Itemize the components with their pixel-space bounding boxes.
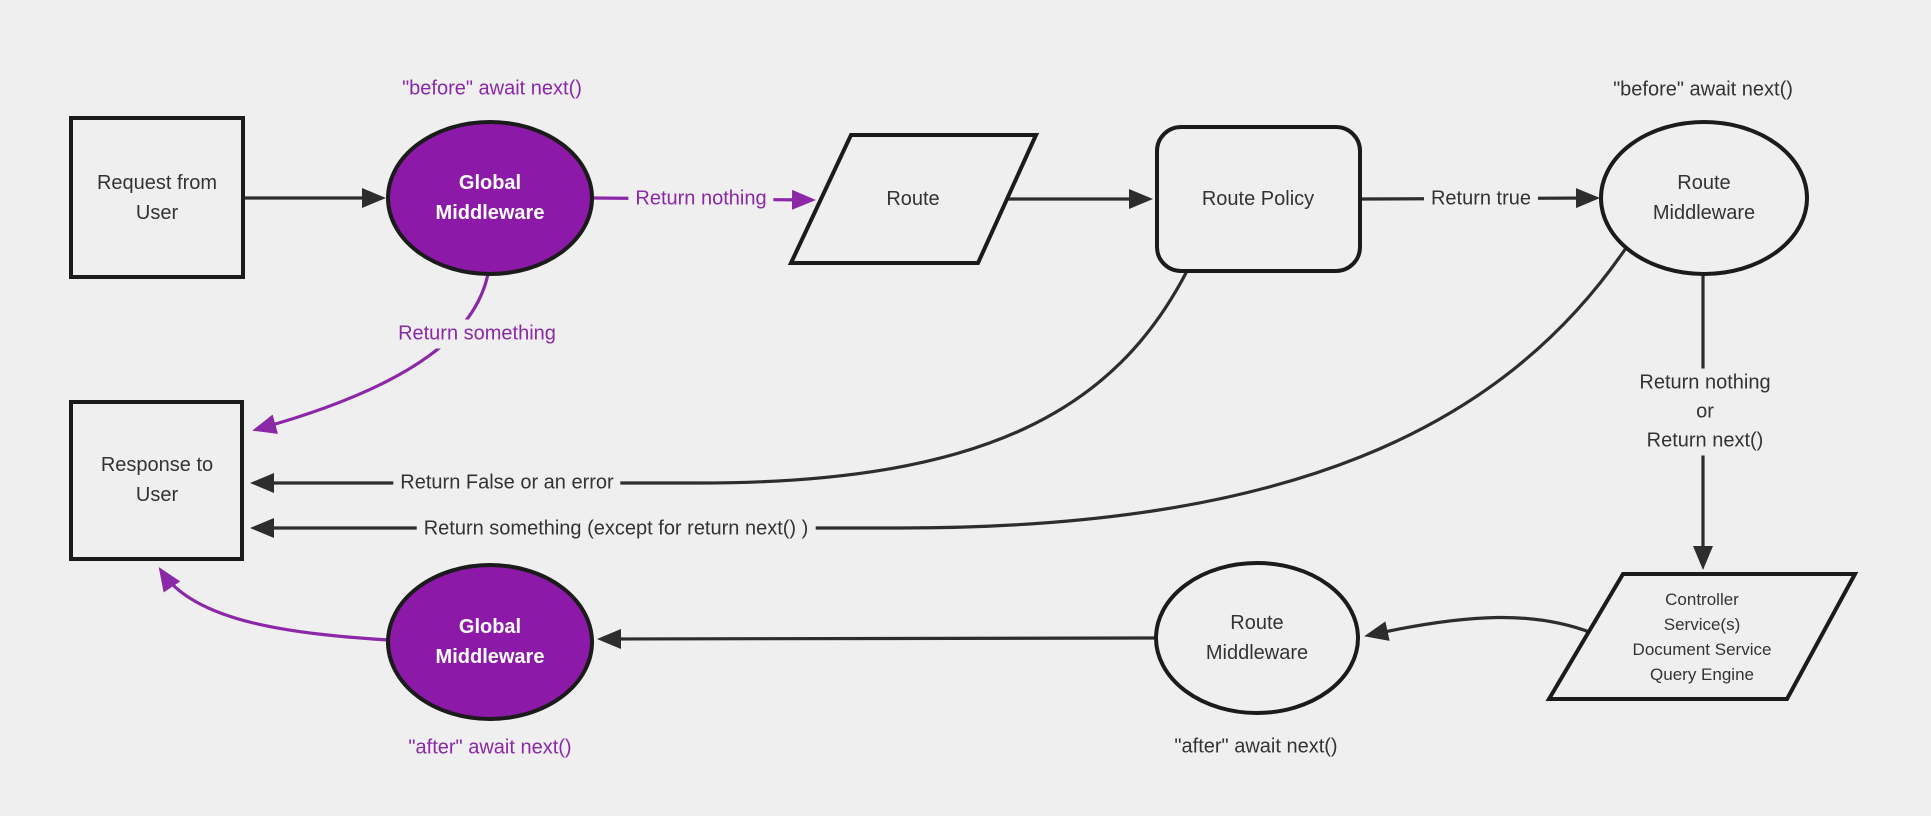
route-middleware-top-label: Route Middleware	[1652, 172, 1756, 224]
request-from-user-label: Request from User	[96, 172, 218, 224]
node-route	[787, 133, 1040, 265]
route-middleware-bottom-label: Route Middleware	[1205, 612, 1309, 664]
node-route-middleware-bottom	[1154, 561, 1360, 715]
node-controller-stack	[1545, 572, 1859, 701]
return-something-except-label: Return something (except for return next…	[416, 514, 816, 544]
node-response-to-user	[69, 400, 244, 561]
global-middleware-bottom-label: Global Middleware	[435, 616, 545, 668]
return-nothing-top-label: Return nothing	[628, 184, 774, 214]
controller-stack-label: Controller Service(s) Document Service Q…	[1632, 590, 1772, 684]
node-request-from-user	[69, 116, 245, 279]
edge-controller-to-route-mw-bottom	[1364, 615, 1593, 641]
after-await-next-route-label: "after" await next()	[1174, 735, 1338, 758]
edge-route-mw-bottom-to-global-mw-bottom	[597, 628, 1157, 649]
global-middleware-top-label: Global Middleware	[435, 172, 545, 224]
before-await-next-route-label: "before" await next()	[1613, 78, 1793, 101]
edge-route-mw-to-response	[250, 247, 1628, 538]
response-to-user-label: Response to User	[100, 454, 214, 506]
after-await-next-global-label: "after" await next()	[408, 736, 572, 759]
route-policy-label: Route Policy	[1201, 188, 1315, 210]
return-nothing-or-next-label: Return nothing or Return next()	[1632, 368, 1778, 456]
edge-route-policy-to-response	[250, 270, 1189, 493]
route-label: Route	[886, 188, 940, 210]
edge-global-mw-return-something	[252, 273, 490, 434]
node-route-middleware-top	[1599, 120, 1809, 276]
return-false-or-error-label: Return False or an error	[393, 468, 621, 498]
node-global-middleware-bottom	[386, 563, 594, 721]
edge-global-mw-bottom-to-response	[158, 567, 389, 642]
node-route-policy	[1155, 125, 1362, 273]
node-global-middleware-top	[386, 120, 594, 276]
before-await-next-global-label: "before" await next()	[402, 77, 582, 100]
return-true-label: Return true	[1423, 184, 1539, 214]
return-something-label: Return something	[391, 319, 563, 349]
